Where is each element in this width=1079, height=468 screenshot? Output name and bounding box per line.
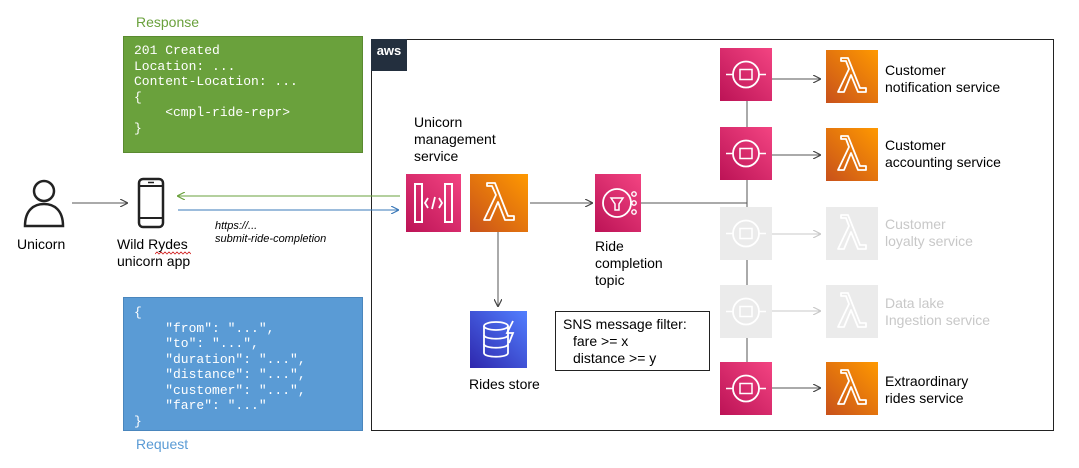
user-icon: [23, 179, 65, 228]
api-gateway-icon: [414, 183, 453, 223]
management-lambda-tile: [470, 174, 528, 232]
subscriber-lambda-tile: [826, 362, 878, 415]
app-label-line2: unicorn app: [117, 253, 191, 269]
aws-cloud-frame: [371, 39, 1054, 431]
sns-filter-box: SNS message filter: fare >= x distance >…: [555, 311, 710, 371]
subscriber-queue-tile: [720, 48, 772, 101]
filter-condition-distance: distance >= y: [573, 350, 657, 366]
lambda-icon: [837, 369, 867, 405]
subscriber-queue-tile: [720, 127, 772, 180]
sns-queue-icon: [726, 297, 766, 326]
response-line: {: [134, 89, 142, 105]
lambda-icon: [837, 292, 867, 328]
topic-label-line1: Ride: [595, 238, 624, 254]
lambda-icon: [837, 135, 867, 171]
app-label-line1: Wild Rydes: [117, 236, 188, 252]
topic-label-line2: completion: [595, 255, 663, 271]
management-label-line2: management: [414, 131, 496, 147]
subscriber-lambda-tile: [826, 207, 878, 260]
subscriber-label-line1: Extraordinary: [885, 373, 969, 389]
subscriber-label-line2: loyalty service: [885, 233, 973, 249]
request-code-box: { "from": "...", "to": "...", "duration"…: [123, 297, 363, 431]
response-line: Location: ...: [134, 58, 236, 74]
subscriber-label-line2: accounting service: [885, 154, 1001, 170]
sns-queue-icon: [726, 219, 766, 248]
response-title: Response: [136, 14, 200, 30]
subscriber-lambda-tile: [826, 285, 878, 338]
management-label-line3: service: [414, 148, 459, 164]
unicorn-label: Unicorn: [17, 236, 66, 252]
response-line: 201 Created: [134, 43, 220, 58]
subscriber-queue-tile: [720, 285, 772, 338]
request-line: {: [134, 305, 142, 320]
response-code-box: 201 Created Location: ... Content-Locati…: [123, 36, 363, 153]
endpoint-path: submit-ride-completion: [215, 233, 327, 245]
sns-queue-icon: [726, 60, 766, 89]
subscriber-label-line1: Customer: [885, 62, 946, 78]
request-line: "customer": "...",: [134, 382, 306, 398]
sns-topic-tile: [595, 174, 641, 232]
rides-store-tile: [470, 311, 527, 368]
subscriber-lambda-tile: [826, 50, 878, 103]
response-line: <cmpl-ride-repr>: [134, 105, 291, 120]
topic-label-line3: topic: [595, 272, 625, 288]
filter-condition-fare: fare >= x: [573, 333, 629, 349]
spellcheck-underline: [155, 251, 191, 255]
request-line: }: [134, 413, 142, 429]
sns-topic-icon: [602, 188, 637, 218]
request-line: "fare": "...": [134, 398, 267, 413]
dynamodb-icon: [483, 320, 515, 358]
api-gateway-tile: [406, 174, 461, 232]
lambda-icon: [483, 182, 515, 221]
request-line: "to": "...",: [134, 336, 259, 351]
smartphone-icon: [137, 177, 165, 229]
subscriber-label-line1: Customer: [885, 137, 946, 153]
lambda-icon: [837, 214, 867, 250]
request-line: "duration": "...",: [134, 351, 306, 367]
subscriber-label-line2: rides service: [885, 390, 964, 406]
subscriber-queue-tile: [720, 362, 772, 415]
subscriber-label-line2: notification service: [885, 79, 1001, 95]
request-line: "distance": "...",: [134, 367, 306, 382]
rides-store-label: Rides store: [469, 376, 540, 392]
lambda-icon: [837, 57, 867, 93]
request-line: "from": "...",: [134, 320, 275, 336]
filter-title: SNS message filter:: [563, 316, 687, 332]
management-label-line1: Unicorn: [414, 114, 463, 130]
subscriber-label-line1: Data lake: [885, 295, 945, 311]
subscriber-queue-tile: [720, 207, 772, 260]
subscriber-lambda-tile: [826, 128, 878, 181]
subscriber-label-line2: Ingestion service: [885, 312, 991, 328]
request-title: Request: [136, 436, 189, 452]
response-line: Content-Location: ...: [134, 74, 298, 89]
aws-logo: aws: [371, 39, 407, 71]
subscriber-label-line1: Customer: [885, 216, 946, 232]
sns-queue-icon: [726, 139, 766, 168]
sns-queue-icon: [726, 374, 766, 403]
response-line: }: [134, 120, 142, 136]
endpoint-url: https://...: [215, 220, 258, 232]
